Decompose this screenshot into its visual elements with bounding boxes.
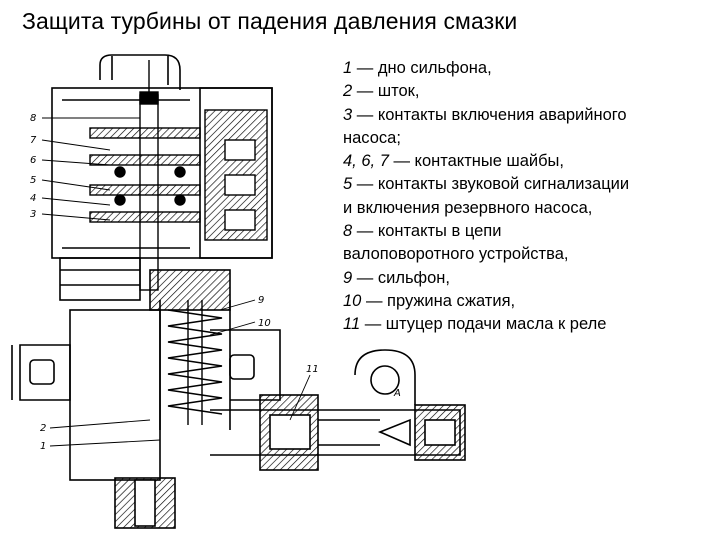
page-title: Защита турбины от падения давления смазк…: [22, 8, 518, 34]
legend-line: 3 — контакты включения аварийного: [343, 104, 713, 127]
callout-1: 1: [40, 441, 46, 452]
legend-number: 11: [343, 315, 361, 334]
legend-text: — контакты звуковой сигнализации: [352, 175, 630, 194]
legend-number: 10: [343, 291, 362, 310]
central-stem: [139, 60, 159, 291]
legend-text: — штуцер подачи масла к реле: [360, 315, 607, 334]
callout-A: A: [393, 388, 401, 399]
legend-line: 8 — контакты в цепи: [343, 220, 713, 243]
callout-10: 10: [258, 318, 271, 329]
legend-number: 9: [343, 268, 353, 287]
leader-lines: [41, 117, 311, 447]
legend-number: 4, 6, 7: [343, 152, 389, 171]
legend-text: насоса;: [343, 128, 401, 147]
legend-text: — контакты в цепи: [352, 222, 502, 241]
legend-line: 1 — дно сильфона,: [343, 57, 713, 80]
callout-11: 11: [306, 364, 319, 375]
callout-3: 3: [30, 209, 36, 220]
parts-legend: 1 — дно сильфона,2 — шток,3 — контакты в…: [343, 57, 713, 337]
legend-line: 9 — сильфон,: [343, 267, 713, 290]
legend-number: 3: [343, 105, 353, 124]
legend-line: валоповоротного устройства,: [343, 243, 713, 266]
contact-washers: [89, 127, 201, 223]
callout-7: 7: [30, 135, 37, 146]
bellows-spring: [167, 300, 223, 425]
legend-text: — контакты включения аварийного: [352, 105, 627, 124]
callout-4: 4: [30, 193, 36, 204]
legend-line: 11 — штуцер подачи масла к реле: [343, 313, 713, 336]
callout-6: 6: [30, 155, 36, 166]
legend-text: — контактные шайбы,: [388, 152, 565, 171]
legend-text: валоповоротного устройства,: [343, 245, 569, 264]
legend-line: насоса;: [343, 127, 713, 150]
legend-line: и включения резервного насоса,: [343, 197, 713, 220]
legend-number: 5: [343, 175, 353, 194]
callout-labels: 8 7 6 5 4 3 9 10 11 2 1 A: [30, 113, 401, 452]
legend-line: 4, 6, 7 — контактные шайбы,: [343, 150, 713, 173]
callout-2: 2: [40, 423, 46, 434]
legend-number: 2: [343, 82, 353, 101]
legend-text: и включения резервного насоса,: [343, 198, 593, 217]
callout-9: 9: [258, 295, 264, 306]
legend-line: 10 — пружина сжатия,: [343, 290, 713, 313]
legend-number: 8: [343, 222, 353, 241]
legend-line: 2 — шток,: [343, 80, 713, 103]
legend-line: 5 — контакты звуковой сигнализации: [343, 173, 713, 196]
legend-number: 1: [343, 59, 353, 77]
legend-text: — пружина сжатия,: [361, 291, 516, 310]
legend-text: — сильфон,: [352, 268, 450, 287]
legend-text: — дно сильфона,: [352, 59, 492, 77]
legend-text: — шток,: [352, 82, 420, 101]
terminal-block: [204, 109, 268, 241]
callout-8: 8: [30, 113, 36, 124]
callout-5: 5: [30, 175, 36, 186]
